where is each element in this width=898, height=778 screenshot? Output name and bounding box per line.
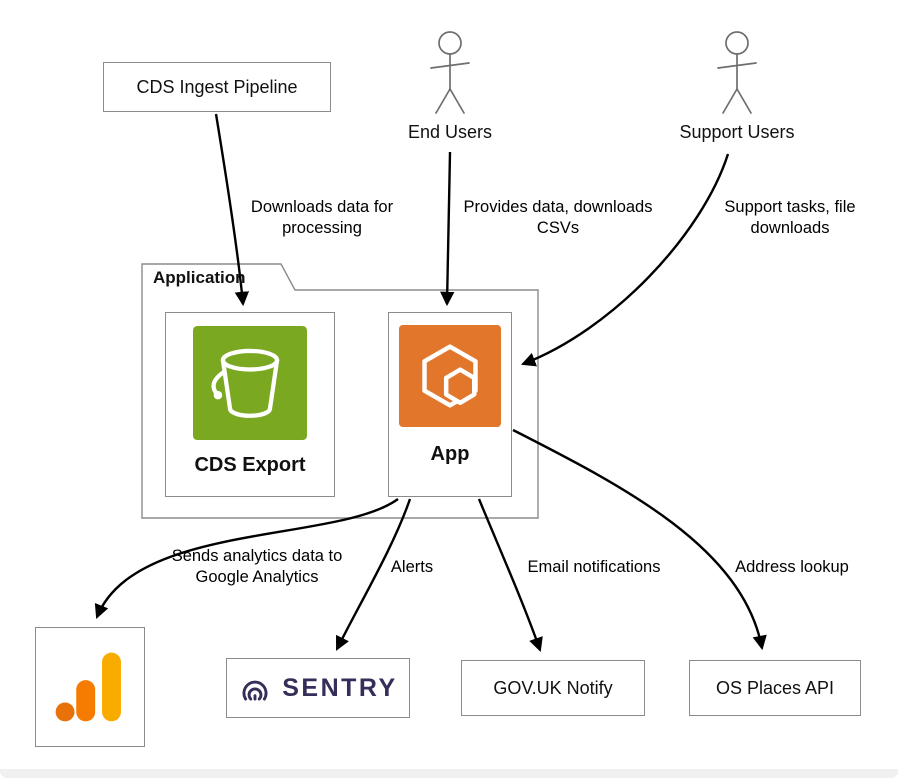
support-users-icon (717, 31, 757, 114)
window-bottom-edge (0, 769, 898, 778)
govuk-notify-label: GOV.UK Notify (493, 677, 613, 698)
edge-app-to-govuk-notify (477, 498, 543, 653)
support-users-label: Support Users (679, 122, 795, 142)
edge-label-support-tasks: Support tasks, file downloads (724, 198, 856, 237)
google-analytics-icon (55, 652, 121, 722)
edge-app-to-sentry (335, 498, 412, 651)
node-google-analytics (35, 627, 145, 747)
edge-label-downloads-data: Downloads data for processing (250, 198, 394, 237)
edge-label-sends-analytics: Sends analytics data to Google Analytics (171, 547, 343, 586)
node-os-places-api: OS Places API (689, 660, 861, 716)
app-container-icon (399, 325, 501, 427)
end-users-label: End Users (407, 122, 493, 142)
end-users-icon (430, 31, 470, 114)
edge-ingest-to-cds-export (214, 113, 250, 307)
node-govuk-notify: GOV.UK Notify (461, 660, 645, 716)
app-label: App (430, 443, 470, 465)
edge-support-users-to-app (520, 153, 730, 367)
edge-end-users-to-app (440, 151, 455, 307)
edge-label-alerts: Alerts (390, 558, 434, 576)
node-app: App (388, 312, 512, 497)
cds-export-label: CDS Export (194, 454, 306, 476)
sentry-icon (242, 680, 268, 701)
edge-label-email-notifications: Email notifications (527, 558, 661, 576)
edge-app-to-google-analytics (94, 498, 399, 620)
node-sentry: SENTRY (226, 658, 410, 718)
sentry-label: SENTRY (282, 673, 398, 702)
node-cds-export: CDS Export (165, 312, 335, 497)
s3-bucket-icon (193, 326, 307, 440)
edge-label-provides-data: Provides data, downloads CSVs (463, 198, 653, 237)
node-cds-ingest-pipeline: CDS Ingest Pipeline (103, 62, 331, 112)
cds-ingest-pipeline-label: CDS Ingest Pipeline (136, 76, 298, 97)
application-group-boundary (141, 263, 539, 519)
os-places-api-label: OS Places API (715, 677, 835, 698)
edge-app-to-os-places (512, 428, 767, 651)
edge-label-address-lookup: Address lookup (735, 558, 849, 576)
application-group-label: Application (153, 268, 246, 287)
